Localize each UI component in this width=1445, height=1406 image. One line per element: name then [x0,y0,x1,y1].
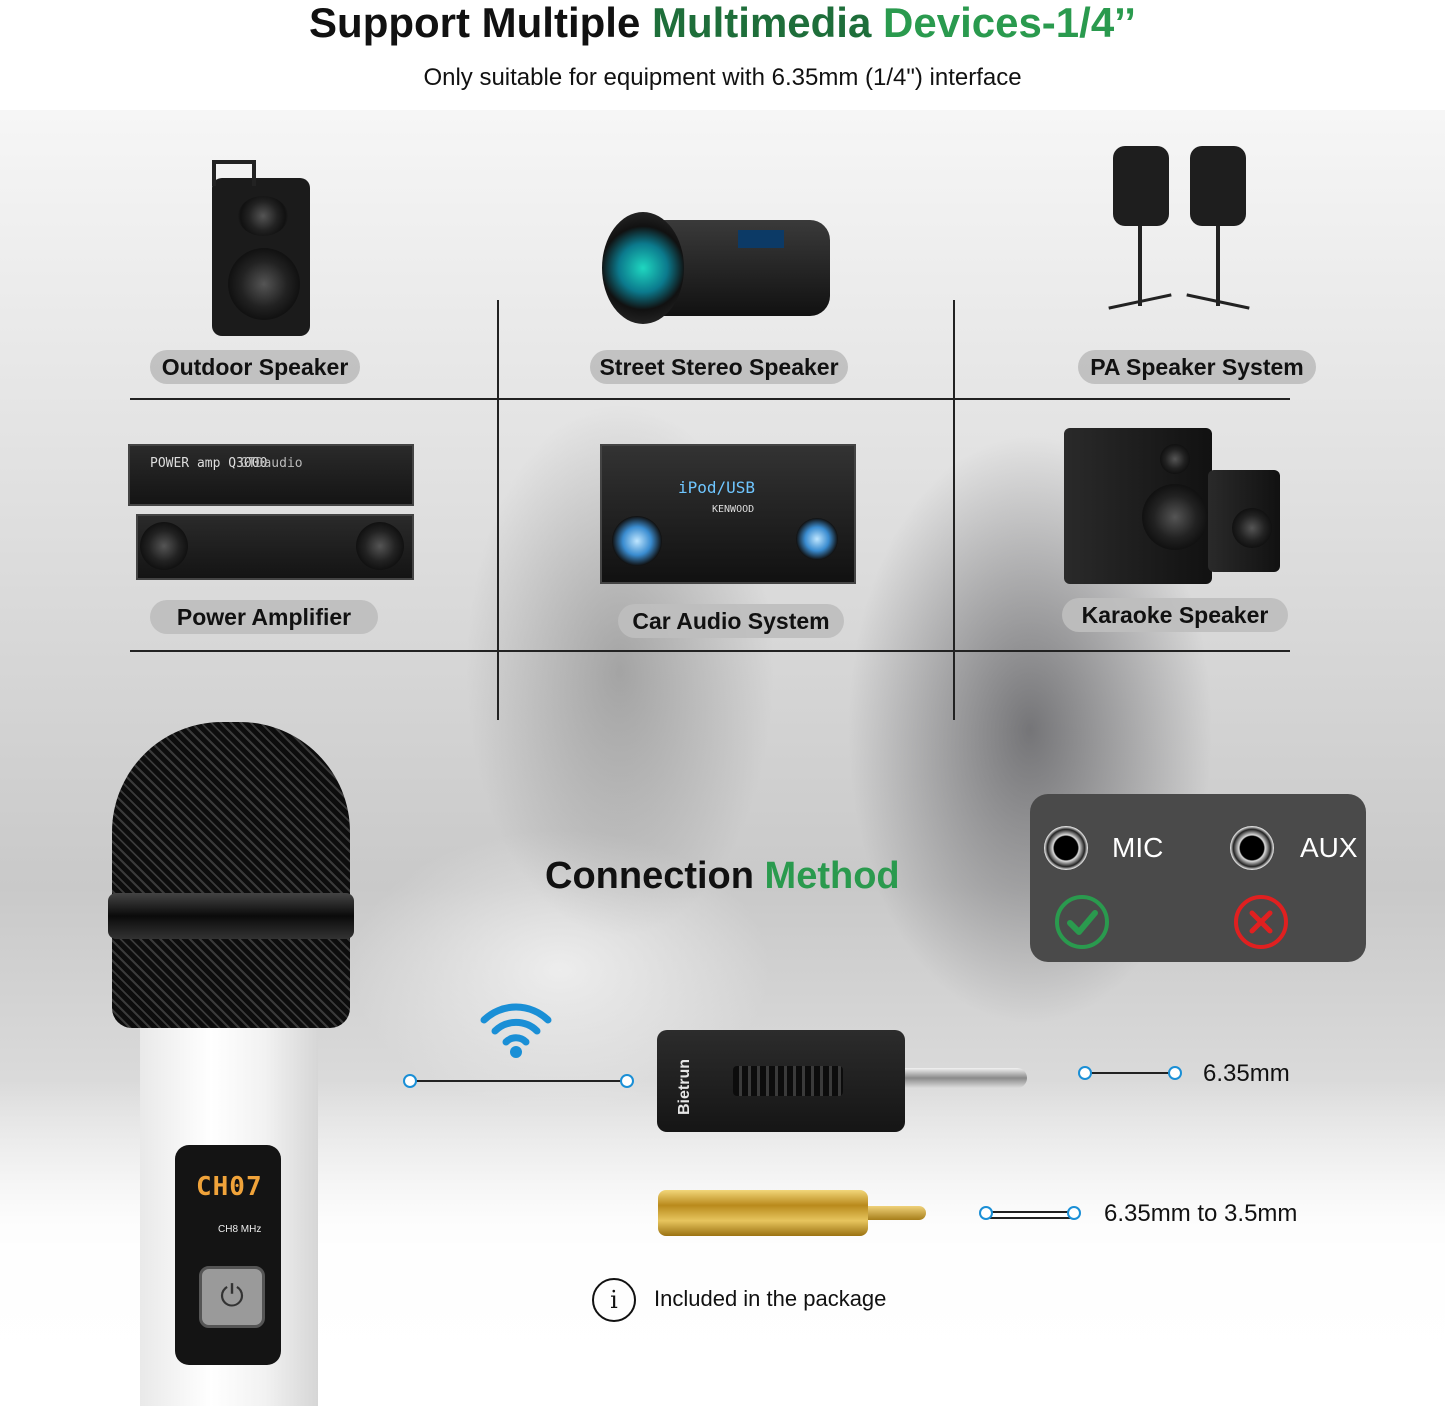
car-audio-brand: KENWOOD [712,504,755,515]
device-label-power-amplifier: Power Amplifier [150,600,378,634]
connection-method-title: Connection Method [545,855,900,898]
mic-port-label: MIC [1112,832,1164,863]
grid-line-h2 [130,650,1290,652]
device-label-outdoor-speaker: Outdoor Speaker [150,350,360,384]
device-label-car-audio-system: Car Audio System [618,604,844,638]
page-subtitle: Only suitable for equipment with 6.35mm … [423,64,1022,91]
device-label-pa-speaker-system: PA Speaker System [1078,350,1316,384]
connection-title-part-2: Method [764,855,900,897]
wireless-receiver [657,1030,905,1132]
connection-title-part-1: Connection [545,855,765,897]
quarter-inch-plug [905,1068,1027,1088]
mic-display-sub: CH8 MHz [218,1224,262,1235]
package-note: Included in the package [654,1286,887,1311]
gold-adapter [658,1190,868,1236]
aux-port-label: AUX [1300,832,1358,863]
cross-icon [1234,895,1288,949]
device-label-karaoke-speaker: Karaoke Speaker [1062,598,1288,632]
wifi-icon [480,1003,552,1058]
title-part-1: Support Multiple [309,0,652,46]
mic-jack-icon [1044,826,1088,870]
page-title: Support Multiple Multimedia Devices-1/4’… [0,0,1445,46]
input-compatibility-panel: MIC AUX [1030,794,1366,962]
mic-ring [108,893,354,939]
gold-adapter-pin [868,1206,926,1220]
info-icon: i [592,1278,636,1322]
mic-grille [112,722,350,1028]
amp-top-text: POWER amp Q3000 [150,456,268,471]
device-label-street-stereo-speaker: Street Stereo Speaker [590,350,848,384]
grid-line-h1 [130,398,1290,400]
grid-line-v1 [497,300,499,720]
grid-line-v2 [953,300,955,720]
car-audio-display: iPod/USB [678,478,756,497]
adapter-spec: 6.35mm to 3.5mm [1104,1200,1298,1227]
power-icon[interactable]: ⏻ [199,1266,265,1328]
mic-channel-display: CH07 [196,1172,263,1202]
receiver-brand: Bietrun [676,1059,693,1115]
receiver-plug-spec: 6.35mm [1203,1060,1290,1087]
mic-control-panel [175,1145,281,1365]
amp-brand: GTDaudio [240,456,303,471]
title-part-2: Multimedia [651,0,884,46]
check-icon [1055,895,1109,949]
aux-jack-icon [1230,826,1274,870]
title-part-3: Devices-1/4’’ [883,0,1136,46]
